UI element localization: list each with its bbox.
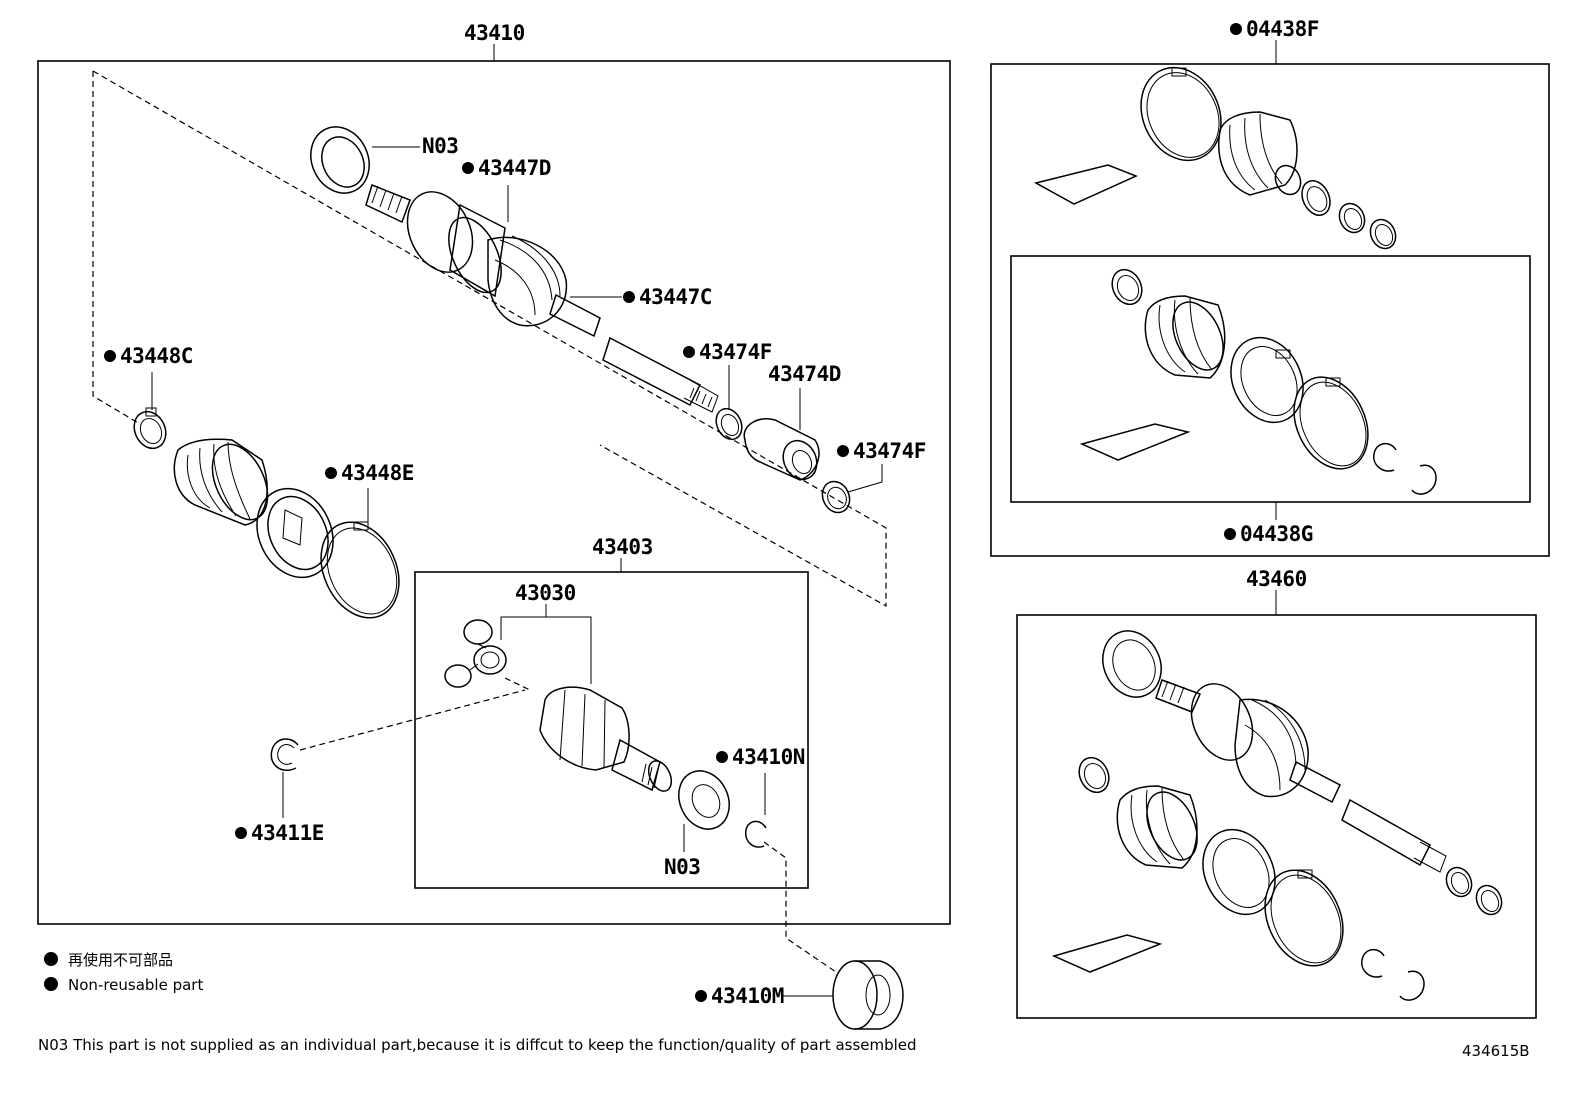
drive-shaft [602, 336, 719, 413]
label-43447C: 43447C [639, 285, 712, 309]
snap-ring-43474F-a [715, 407, 743, 441]
kit-f-small-clamp [1301, 180, 1331, 216]
assembly-43410-label: 43410 [464, 21, 525, 45]
label-43474D: 43474D [768, 362, 841, 386]
assembly-43460: 43460 [1016, 567, 1537, 1019]
legend-japanese: 再使用不可部品 [68, 951, 173, 969]
label-43410N: 43410N [732, 745, 805, 769]
kit-g-grease-pack [1079, 423, 1191, 461]
snap-ring-43410N [745, 820, 767, 848]
assembly-04438G-frame [1010, 255, 1531, 503]
boot-clamp-43448E [320, 521, 400, 619]
assembly-04438F-frame [990, 63, 1550, 557]
kit-f-grease-pack [1033, 164, 1138, 205]
kit-g-snap-ring-a [1373, 442, 1397, 472]
kit-g-snap-ring-b [1411, 464, 1437, 495]
legend-english: Non-reusable part [68, 976, 203, 994]
bearing-43410M [832, 960, 904, 1030]
bearing-43474D [743, 418, 820, 481]
alt-ring-b [1475, 884, 1503, 916]
alt-housing-ring [1202, 828, 1276, 916]
assembly-04438G-label: 04438G [1240, 522, 1313, 546]
seal-ring-n03-top [310, 126, 370, 194]
label-43411E: 43411E [251, 821, 324, 845]
alt-snap-ring-b [1399, 970, 1425, 1001]
alt-snap-ring-a [1361, 948, 1385, 978]
alt-ring-a [1445, 866, 1473, 898]
assembly-04438G: 04438G [1010, 255, 1531, 546]
assembly-43460-label: 43460 [1246, 567, 1307, 591]
label-43474F-a: 43474F [699, 340, 772, 364]
diagram-id: 434615B [1462, 1042, 1530, 1060]
alt-large-clamp [1264, 869, 1344, 967]
alt-seal-ring [1102, 630, 1162, 698]
kit-g-small-clamp [1111, 268, 1143, 306]
label-43474F-b: 43474F [853, 439, 926, 463]
label-43410M: 43410M [711, 984, 784, 1008]
snap-ring-43411E [270, 738, 299, 771]
kit-g-housing-ring [1230, 336, 1304, 424]
assembly-43410-frame [37, 60, 951, 925]
alt-inboard-boot [1116, 785, 1198, 869]
assembly-43410: 43410 N03 43447D 43447C [37, 21, 951, 925]
kit-f-ring-b [1369, 218, 1397, 250]
assembly-43403-label: 43403 [592, 535, 653, 559]
joint-housing-ring [256, 487, 334, 579]
boot-clamp-43448C [133, 407, 167, 450]
label-43448E: 43448E [341, 461, 414, 485]
label-n03-top: N03 [422, 134, 458, 158]
kit-g-large-clamp [1293, 376, 1369, 470]
assembly-43403: 43403 43030 N03 43410N [414, 535, 837, 973]
kit-f-large-clamp [1140, 66, 1222, 162]
n03-footnote: N03 This part is not supplied as an indi… [38, 1036, 917, 1054]
kit-f-ring-a [1338, 202, 1366, 234]
alt-shaft [1341, 798, 1447, 873]
legend: 再使用不可部品 Non-reusable part [44, 951, 203, 994]
label-43447D: 43447D [478, 156, 551, 180]
label-43448C: 43448C [120, 344, 193, 368]
snap-ring-43474F-b [821, 480, 851, 514]
tripod-spider [444, 619, 507, 688]
kit-f-boot [1218, 111, 1302, 196]
assembly-43403-frame [414, 571, 809, 889]
alt-small-clamp [1078, 756, 1110, 794]
assembly-04438F: 04438F 044 [990, 17, 1550, 557]
assembly-43460-frame [1016, 614, 1537, 1019]
inboard-boot [173, 438, 269, 526]
assembly-04438F-label: 04438F [1246, 17, 1319, 41]
seal-ring-n03-bottom [678, 770, 730, 830]
assembly-43030-label: 43030 [515, 581, 576, 605]
inboard-joint-housing [539, 686, 673, 792]
label-n03-bottom: N03 [664, 855, 700, 879]
alt-grease-pack [1051, 934, 1163, 973]
alt-outboard-joint [1155, 679, 1341, 804]
kit-g-boot [1144, 295, 1226, 379]
outboard-cv-joint [365, 184, 601, 338]
